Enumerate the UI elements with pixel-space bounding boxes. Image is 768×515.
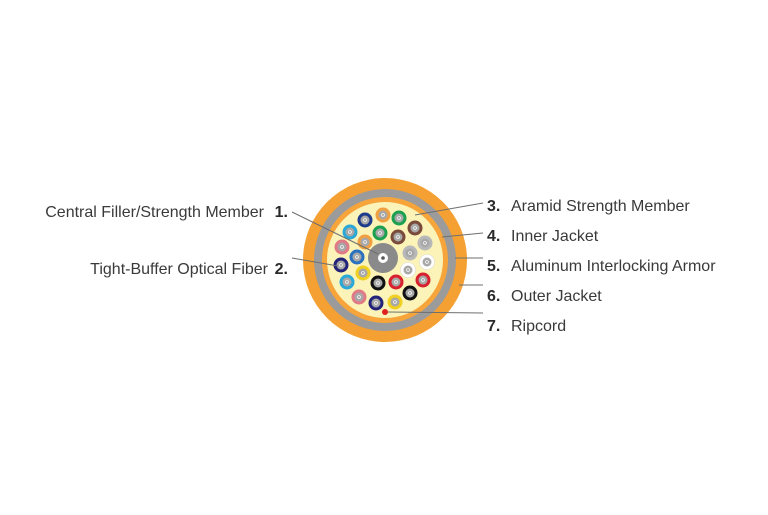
tight-buffer-fiber bbox=[351, 289, 367, 305]
tight-buffer-fiber bbox=[387, 294, 403, 310]
tight-buffer-fiber bbox=[333, 257, 349, 273]
label-number: 3. bbox=[487, 198, 500, 215]
tight-buffer-fiber bbox=[419, 254, 435, 270]
tight-buffer-fiber bbox=[417, 235, 433, 251]
tight-buffer-fiber bbox=[402, 285, 418, 301]
tight-buffer-fiber bbox=[342, 224, 358, 240]
label-text: Inner Jacket bbox=[511, 228, 599, 245]
tight-buffer-fiber bbox=[390, 229, 406, 245]
tight-buffer-fiber bbox=[415, 272, 431, 288]
label-4: 4. Inner Jacket bbox=[487, 228, 599, 245]
label-number: 4. bbox=[487, 228, 500, 245]
tight-buffer-fiber bbox=[391, 210, 407, 226]
label-1: Central Filler/Strength Member 1. bbox=[45, 204, 288, 221]
tight-buffer-fiber bbox=[400, 262, 416, 278]
label-number: 2. bbox=[275, 261, 288, 278]
label-3: 3. Aramid Strength Member bbox=[487, 198, 690, 215]
tight-buffer-fiber bbox=[355, 265, 371, 281]
central-member bbox=[368, 243, 398, 273]
ripcord bbox=[382, 309, 388, 315]
label-5: 5. Aluminum Interlocking Armor bbox=[487, 258, 716, 275]
tight-buffer-fiber bbox=[407, 220, 423, 236]
label-number: 6. bbox=[487, 288, 500, 305]
leader-line-7 bbox=[387, 311, 484, 314]
label-6: 6. Outer Jacket bbox=[487, 288, 602, 305]
tight-buffer-fiber bbox=[339, 274, 355, 290]
label-text: Outer Jacket bbox=[511, 288, 602, 305]
tight-buffer-fiber bbox=[368, 295, 384, 311]
leader-line-2 bbox=[291, 257, 339, 267]
leader-line-1 bbox=[291, 211, 379, 255]
tight-buffer-fiber bbox=[375, 207, 391, 223]
label-7: 7. Ripcord bbox=[487, 318, 566, 335]
tight-buffer-fiber bbox=[357, 212, 373, 228]
label-text: Tight-Buffer Optical Fiber bbox=[90, 261, 269, 278]
label-number: 7. bbox=[487, 318, 500, 335]
label-text: Central Filler/Strength Member bbox=[45, 204, 264, 221]
tight-buffer-fiber bbox=[349, 249, 365, 265]
leader-line-4 bbox=[441, 232, 484, 238]
label-text: Aluminum Interlocking Armor bbox=[511, 258, 716, 275]
label-2: Tight-Buffer Optical Fiber 2. bbox=[90, 261, 288, 278]
tight-buffer-fiber bbox=[334, 239, 350, 255]
leader-lines bbox=[291, 202, 484, 314]
label-text: Aramid Strength Member bbox=[511, 198, 690, 215]
label-number: 1. bbox=[275, 204, 288, 221]
tight-buffer-fiber bbox=[388, 274, 404, 290]
cable-cross-section bbox=[303, 178, 467, 342]
tight-buffer-fiber bbox=[402, 245, 418, 261]
fiber-group bbox=[333, 207, 435, 311]
label-text: Ripcord bbox=[511, 318, 566, 335]
tight-buffer-fiber bbox=[372, 225, 388, 241]
leader-line-3 bbox=[414, 202, 484, 216]
label-number: 5. bbox=[487, 258, 500, 275]
tight-buffer-fiber bbox=[370, 275, 386, 291]
